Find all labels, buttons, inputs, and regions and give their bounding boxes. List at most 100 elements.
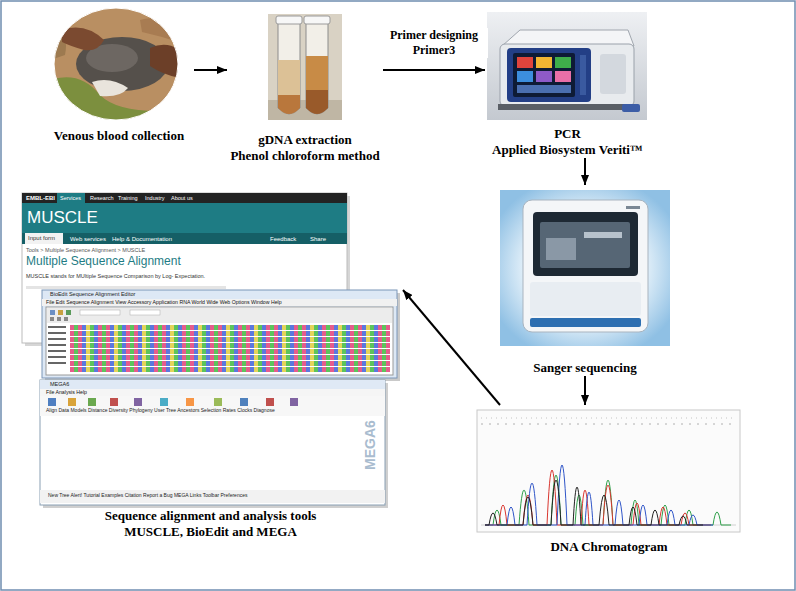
sanger-sequencer-part (523, 200, 648, 332)
bioedit-screenshot-part (50, 317, 54, 321)
muscle-screenshot-part (25, 233, 63, 244)
extraction-tubes-part (278, 22, 300, 114)
mega-screenshot-part (214, 398, 222, 406)
muscle-screenshot-part (22, 233, 347, 244)
mega-screenshot-part (290, 398, 298, 406)
pcr-machine-part (555, 57, 571, 68)
bioedit-screenshot-part (48, 338, 66, 340)
blood-collection-photo-part (62, 28, 104, 51)
screenshot-text: New Tree Alert! Tutorial Examples Citati… (48, 493, 247, 499)
blood-collection-photo (50, 5, 185, 125)
mega-screenshot-part (40, 490, 385, 503)
bioedit-screenshot-part (80, 310, 120, 315)
mega-screenshot-part (88, 398, 96, 406)
step-node: DNA Chromatogram (476, 405, 742, 555)
screenshot-text: Input form (28, 235, 55, 242)
mega-screenshot-part (266, 398, 274, 406)
sanger-sequencer-part (626, 206, 640, 209)
screenshot-text: BioEdit Sequence Alignment Editor (50, 291, 135, 297)
dna-chromatogram-part (485, 465, 713, 525)
bioedit-screenshot-part (46, 307, 393, 375)
bioedit-screenshot-part (42, 299, 397, 306)
dna-chromatogram-part (485, 480, 703, 525)
mega-screenshot-part (240, 398, 248, 406)
sanger-sequencer-part (546, 238, 576, 260)
pcr-machine-part (498, 104, 636, 110)
step-node: PCRApplied Biosystem Veriti™ (485, 8, 650, 158)
sanger-sequencer-part (530, 282, 641, 316)
bioedit-screenshot-part (47, 308, 392, 323)
screenshot-text: File Analysis Help (46, 390, 87, 396)
pcr-machine-part (517, 85, 571, 93)
mega-screenshot-part (40, 389, 385, 396)
dna-chromatogram-part (485, 475, 731, 525)
photo-edge (54, 8, 178, 120)
step-caption: DNA Chromatogram (476, 539, 742, 555)
muscle-screenshot-part (22, 193, 347, 203)
pcr-machine-part (513, 53, 575, 97)
pcr-machine (487, 12, 647, 120)
screenshot-text: Industry (145, 195, 165, 201)
screenshot-text: MUSCLE stands for MUltiple Sequence Comp… (26, 273, 205, 279)
step-node: Sanger sequencing (500, 185, 670, 376)
mega-screenshot-part (110, 398, 118, 406)
bioedit-screenshot-part (130, 310, 160, 315)
bioedit-screenshot-part (64, 317, 68, 321)
mega-screenshot-part (186, 398, 194, 406)
step-caption: Phenol chloroform method (227, 148, 383, 164)
sanger-sequencer-part (533, 212, 638, 276)
flow-arrow (584, 158, 586, 185)
screenshot-text: Web services (70, 236, 106, 243)
pcr-machine-part (517, 57, 533, 68)
flow-arrow (584, 376, 586, 405)
blood-collection-photo-part (140, 18, 178, 42)
step-node: Venous blood collection (44, 8, 194, 144)
pcr-machine-part (622, 104, 640, 112)
dna-chromatogram-part (481, 418, 736, 419)
extraction-tubes-part (276, 16, 302, 24)
mega-screenshot-part (40, 396, 385, 416)
bioedit-screenshot-part (42, 290, 397, 378)
mega-screenshot-part (160, 398, 168, 406)
step-node: gDNA extractionPhenol chloroform method (227, 8, 383, 164)
muscle-screenshot-part (22, 203, 347, 233)
arrow-label: Primer designing Primer3 (380, 28, 488, 58)
extraction-tubes (268, 14, 342, 120)
dna-chromatogram (477, 410, 740, 532)
sanger-sequencer-part (540, 222, 630, 268)
step-caption: Venous blood collection (44, 128, 194, 144)
mega-screenshot (40, 380, 388, 508)
extraction-tubes-part (306, 90, 328, 114)
sanger-sequencer-part (500, 190, 670, 346)
pcr-machine-part (555, 71, 571, 82)
bioedit-screenshot-part (50, 310, 55, 315)
step-caption: gDNA extraction (227, 132, 383, 148)
dna-chromatogram-part (481, 424, 736, 425)
step-caption: Applied Biosystem Veriti™ (485, 142, 650, 158)
dna-chromatogram-part (477, 410, 740, 532)
extraction-tubes-part (306, 22, 328, 114)
blood-collection-photo-part (50, 77, 185, 125)
screenshot-text: About us (171, 195, 193, 201)
screenshot-text: Align Data Models Distance Diversity Phy… (46, 408, 275, 414)
mega-screenshot-part (40, 380, 385, 389)
screenshot-text: Tools > Multiple Sequence Alignment > MU… (26, 247, 145, 253)
screenshot-text: Help & Documentation (112, 236, 172, 243)
pcr-machine-part (507, 48, 591, 102)
sanger-sequencer (500, 190, 670, 346)
extraction-tubes-part (278, 60, 300, 95)
pcr-machine-part (600, 54, 626, 94)
muscle-screenshot-part (26, 286, 226, 289)
flow-arrow (194, 69, 227, 71)
pcr-machine-part (500, 44, 634, 106)
extraction-tubes-part (268, 14, 342, 120)
screenshot-text: Multiple Sequence Alignment (26, 255, 181, 269)
bioedit-screenshot-part (48, 344, 66, 346)
screenshot-text: File Edit Sequence Alignment View Access… (46, 300, 282, 306)
step-caption: PCR (485, 126, 650, 142)
bioedit-screenshot-part (48, 350, 66, 352)
flow-arrow (383, 69, 485, 71)
watermark: MEGA6 (362, 420, 378, 470)
mega-screenshot-part (40, 380, 385, 505)
